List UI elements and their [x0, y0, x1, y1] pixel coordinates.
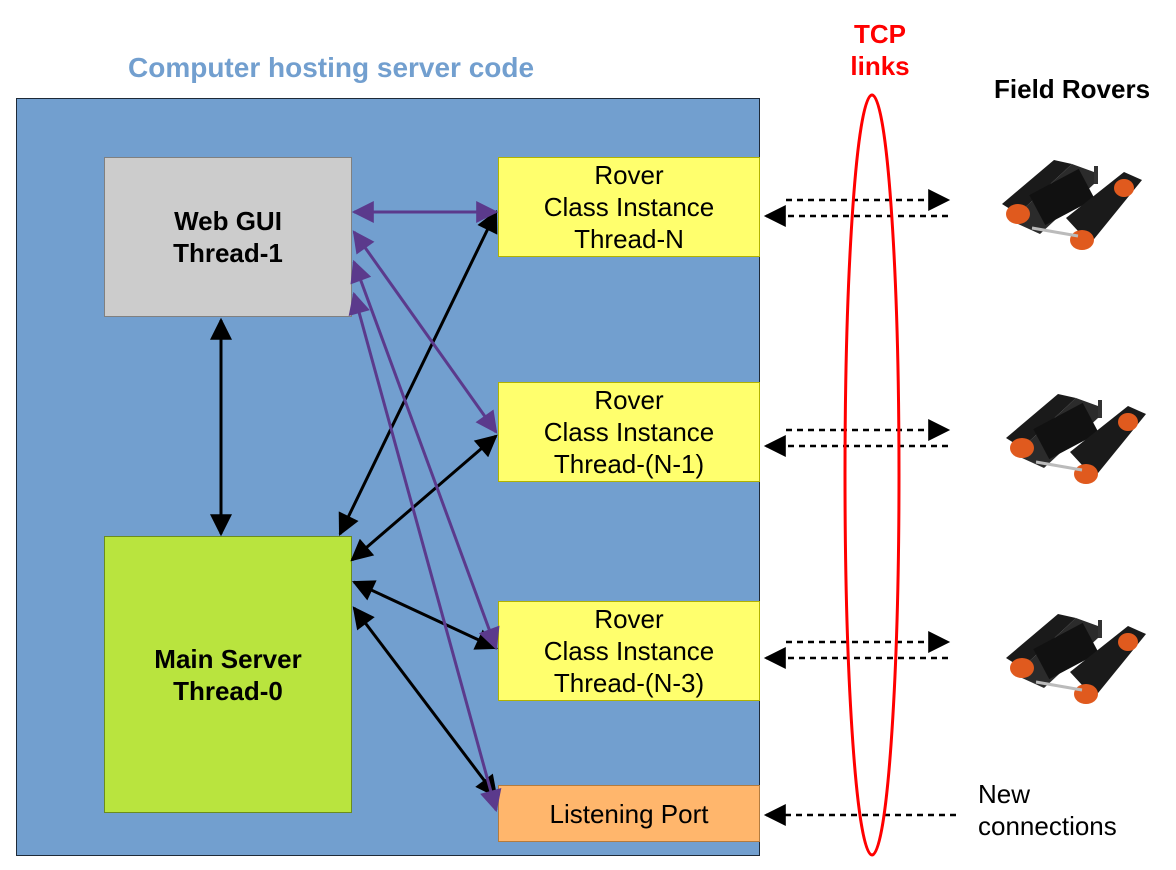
web-gui-label: Web GUI Thread-1	[173, 206, 283, 268]
tcp-links-label: TCP links	[850, 19, 910, 81]
listening-port-box: Listening Port	[498, 785, 760, 842]
arrow-main-rover-n	[338, 210, 498, 536]
main-server-label: Main Server Thread-0	[154, 643, 302, 706]
rover-thread-n-1-box: Rover Class Instance Thread-(N-1)	[498, 382, 760, 482]
rover-thread-n-label: Rover Class Instance Thread-N	[543, 160, 715, 254]
rover-thread-n-1-label: Rover Class Instance Thread-(N-1)	[543, 385, 715, 479]
host-title: Computer hosting server code	[128, 52, 535, 83]
new-connections-label: New connections	[978, 779, 1117, 841]
field-rovers-label: Field Rovers	[994, 74, 1151, 104]
tracked-rover-icon	[1006, 614, 1146, 704]
rover-thread-n-box: Rover Class Instance Thread-N	[498, 157, 760, 257]
tracked-rover-icon	[1006, 394, 1146, 484]
arrow-gui-listen	[348, 291, 502, 813]
web-gui-thread-box: Web GUI Thread-1	[104, 157, 352, 317]
main-server-thread-box: Main Server Thread-0	[104, 536, 352, 813]
tcp-links-ellipse	[843, 93, 901, 857]
arrow-main-listen	[352, 606, 498, 798]
listening-port-label: Listening Port	[549, 798, 709, 829]
rover-thread-n-3-label: Rover Class Instance Thread-(N-3)	[543, 604, 715, 698]
tracked-rover-icon	[1002, 160, 1142, 250]
rover-thread-n-3-box: Rover Class Instance Thread-(N-3)	[498, 601, 760, 701]
arrow-gui-rover-n1	[352, 230, 498, 434]
